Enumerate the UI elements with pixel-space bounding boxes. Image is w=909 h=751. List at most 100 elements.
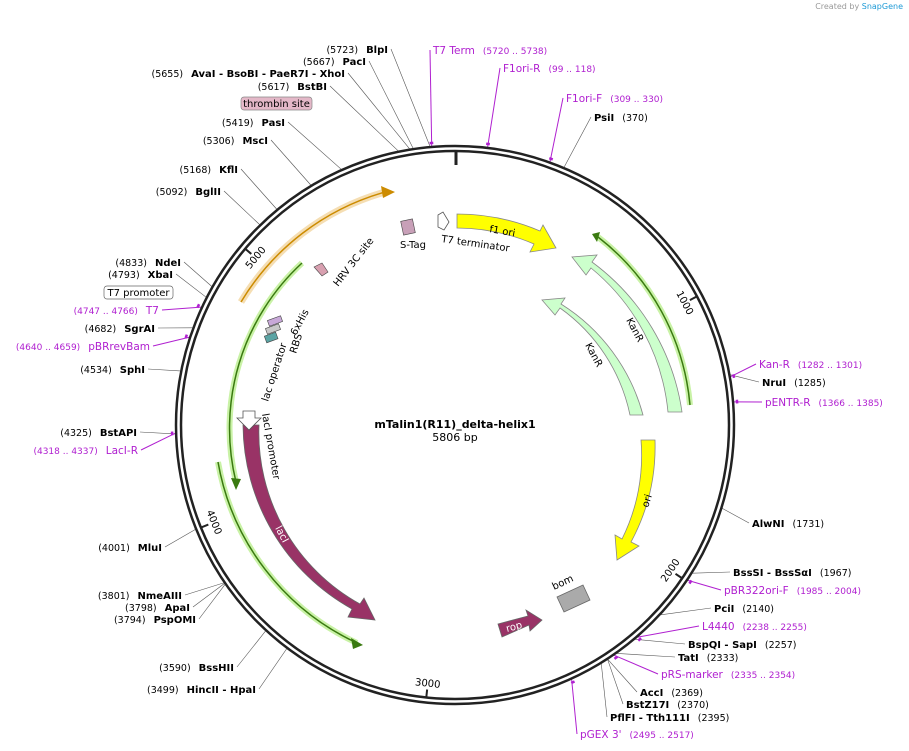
enzyme-leader-22 [240,168,277,210]
s-tag-feature[interactable] [400,218,416,236]
enzyme-label-28[interactable]: (5723)BlpI [326,45,388,56]
enzyme-label-19[interactable]: (4793)XbaI [108,270,173,281]
enzyme-label-7[interactable]: AccI(2369) [640,688,703,699]
tick-1000 [689,295,698,302]
site-name: SphI [120,365,145,376]
site-name: NruI [762,378,786,389]
primer-leader-3 [730,363,757,378]
primer-mark-5 [688,579,693,585]
primer-label-5[interactable]: pBR322ori-F(1985 .. 2004) [724,585,861,597]
site-name: BstBI [297,82,327,93]
enzyme-label-2[interactable]: AlwNI (1731) [752,519,824,530]
f1-ori-feature[interactable] [456,213,557,253]
enzyme-label-25[interactable]: (5617) BstBI [258,82,327,93]
site-coord: (2495 .. 2517) [630,731,694,741]
site-coord: (4640 .. 4659) [16,343,80,353]
enzyme-label-4[interactable]: PciI(2140) [714,604,774,615]
site-name: PacI [343,57,366,68]
kanr-outer-feature[interactable] [571,254,683,413]
kanr-inner-feature[interactable] [541,297,644,416]
t7-promoter-label: T7 promoter [106,288,170,299]
primer-label-0[interactable]: T7 Term(5720 .. 5738) [432,45,547,57]
site-coord: (2395) [698,713,730,724]
enzyme-label-27[interactable]: (5667)PacI [303,57,366,68]
rop-feature[interactable] [497,609,543,638]
site-name: F1ori-R [503,63,540,75]
primer-label-8[interactable]: pGEX 3'(2495 .. 2517) [580,729,694,741]
thrombin-site-box[interactable] [240,96,313,111]
primer-label-7[interactable]: pRS-marker(2335 .. 2354) [661,669,795,681]
primer-label-11[interactable]: (4747 .. 4766)T7 [74,305,159,317]
enzyme-label-11[interactable]: (3590)BssHII [159,663,234,674]
site-coord: (3794) [114,615,146,626]
enzyme-label-26[interactable]: (5655)AvaI - BsoBI - PaeR7I - XhoI [152,69,345,80]
enzyme-label-22[interactable]: (5168)KflI [180,165,238,176]
laci-feature[interactable] [242,424,376,621]
site-name: HincII - HpaI [187,685,256,696]
6xhis-feature[interactable] [267,315,283,327]
primer-label-10[interactable]: (4640 .. 4659)pBRrevBam [16,341,150,353]
primer-label-6[interactable]: L4440(2238 .. 2255) [702,621,807,633]
enzyme-label-12[interactable]: (3794)PspOMI [114,615,196,626]
enzyme-leader-13 [192,583,225,608]
enzyme-label-20[interactable]: (4833)NdeI [115,258,181,269]
enzyme-label-10[interactable]: (3499)HincII - HpaI [147,685,256,696]
site-name: AlwNI [752,519,785,530]
enzyme-leader-0 [563,116,592,168]
primer-mark-11 [196,303,201,309]
enzyme-label-21[interactable]: (5092)BglII [156,187,221,198]
site-name: pRS-marker [661,669,724,681]
primer-label-3[interactable]: Kan-R(1282 .. 1301) [759,359,862,371]
enzyme-leader-14 [184,582,224,596]
plasmid-length: 5806 bp [432,431,477,444]
primer-label-4[interactable]: pENTR-R(1366 .. 1385) [765,397,883,409]
enzyme-label-3[interactable]: BssSI - BssSαI(1967) [733,568,851,579]
primer-label-1[interactable]: F1ori-R(99 .. 118) [503,63,596,75]
enzyme-label-6[interactable]: TatI(2333) [678,653,738,664]
site-coord: (5419) [222,118,254,129]
enzyme-label-8[interactable]: BstZ17I(2370) [626,700,709,711]
rbs-feature[interactable] [265,323,281,335]
t7-terminator-arrow[interactable] [437,211,450,231]
site-coord: (4833) [115,258,147,269]
enzyme-label-13[interactable]: (3798)ApaI [125,603,190,614]
enzyme-label-16[interactable]: (4325)BstAPI [60,428,137,439]
site-name: BssHII [199,663,234,674]
enzyme-label-23[interactable]: (5306)MscI [203,136,268,147]
site-coord: (1731) [793,519,825,530]
enzyme-label-5[interactable]: BspQI - SapI(2257) [688,640,797,651]
primer-label-9[interactable]: (4318 .. 4337)LacI-R [33,445,138,457]
primer-mark-7 [613,655,619,660]
ori-feature[interactable] [614,439,656,561]
site-coord: (4682) [85,324,117,335]
primer-label-2[interactable]: F1ori-F(309 .. 330) [566,93,663,105]
enzyme-label-24[interactable]: (5419)PasI [222,118,285,129]
t7-promoter-box[interactable] [103,285,174,300]
enzyme-label-17[interactable]: (4534)SphI [80,365,145,376]
site-name: PciI [714,604,734,615]
site-coord: (4747 .. 4766) [74,307,138,317]
site-labels: PsiI(370) NruI(1285) AlwNI (1731) BssSI - Bs… [16,45,883,741]
site-name: XbaI [148,270,173,281]
laci-promoter-arrow[interactable] [236,410,262,431]
enzyme-leader-5 [635,639,686,645]
enzyme-label-9[interactable]: PflFI - Tth111I(2395) [610,713,729,724]
lac-operator-feature[interactable] [263,331,279,344]
enzyme-leader-15 [164,529,196,548]
site-name: NmeAIII [138,591,182,602]
6xhis-label: 6xHis [289,308,312,338]
enzyme-label-0[interactable]: PsiI(370) [594,113,648,124]
enzyme-label-1[interactable]: NruI(1285) [762,378,826,389]
site-name: AccI [640,688,663,699]
site-coord: (5617) [258,82,290,93]
primer-mark-8 [570,680,576,685]
enzyme-label-18[interactable]: (4682)SgrAI [85,324,155,335]
tick-2000 [674,572,683,580]
credit-brand: SnapGene [861,2,903,11]
site-coord: (3798) [125,603,157,614]
site-coord: (1366 .. 1385) [819,399,883,409]
bom-feature[interactable] [556,584,591,613]
hrv-3c-site-feature[interactable] [313,262,329,277]
enzyme-label-15[interactable]: (4001)MluI [98,543,162,554]
enzyme-label-14[interactable]: (3801)NmeAIII [98,591,182,602]
